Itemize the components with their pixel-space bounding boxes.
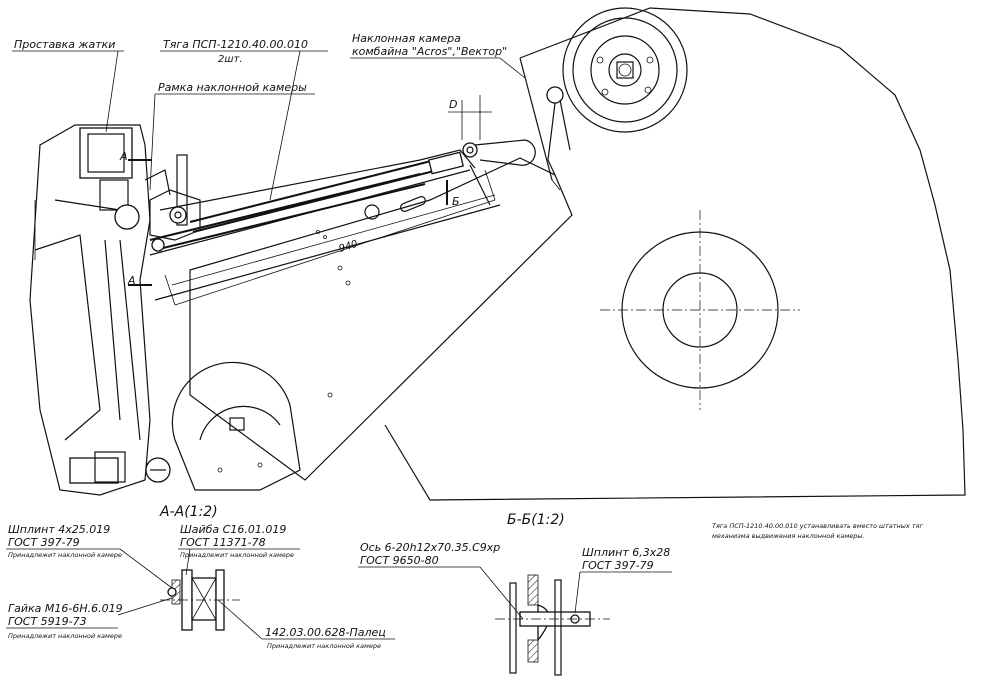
note-block: Тяга ПСП-1210.40.00.010 устанавливать вм… bbox=[712, 522, 924, 540]
drive-wheel-circle bbox=[600, 210, 800, 410]
linkage-mechanism bbox=[144, 154, 201, 252]
dimension-940-text: 940 bbox=[338, 239, 359, 255]
mark-d: D bbox=[449, 98, 457, 111]
rod-lower bbox=[149, 173, 426, 251]
label-rod-qty: 2шт. bbox=[218, 54, 243, 65]
dimension-d: D bbox=[448, 95, 492, 140]
label-rod: Тяга ПСП-1210.40.00.010 2шт. bbox=[160, 38, 328, 201]
bb-axis-std: ГОСТ 9650-80 bbox=[360, 554, 439, 567]
lower-left-assembly bbox=[69, 451, 171, 484]
aa-washer-note: Принадлежит наклонной камере bbox=[180, 551, 294, 559]
section-aa: А-А(1:2) Шплинт 4х25.019 ГОСТ 397-79 При… bbox=[6, 504, 395, 650]
bb-axis: Ось 6-20h12х70.35.С9хр bbox=[360, 541, 500, 554]
combine-body bbox=[384, 7, 966, 501]
label-chamber-title-line2: комбайна "Acros","Вектор" bbox=[352, 45, 507, 58]
mark-b: Б bbox=[452, 195, 460, 208]
section-bb-title: Б-Б(1:2) bbox=[507, 512, 565, 528]
header-frame bbox=[29, 124, 151, 496]
tension-arm bbox=[546, 86, 571, 176]
label-rod-text: Тяга ПСП-1210.40.00.010 bbox=[163, 38, 308, 51]
aa-nut-note: Принадлежит наклонной камере bbox=[8, 632, 122, 640]
note-line2: механизма выдвижения наклонной камеры. bbox=[712, 532, 865, 540]
dimension-940: 940 bbox=[164, 169, 496, 306]
label-chamber-title: Наклонная камера комбайна "Acros","Векто… bbox=[350, 32, 526, 79]
aa-nut: Гайка М16-6Н.6.019 bbox=[8, 602, 123, 615]
lower-guard bbox=[171, 361, 301, 491]
upper-pulley bbox=[562, 7, 688, 133]
section-bb: Б-Б(1:2) Ось 6-20h12х70.35.С9хр ГОСТ 965… bbox=[358, 512, 672, 676]
aa-cotter-note: Принадлежит наклонной камере bbox=[8, 551, 122, 559]
bb-cotter-std: ГОСТ 397-79 bbox=[582, 559, 654, 572]
aa-washer-std: ГОСТ 11371-78 bbox=[180, 536, 266, 549]
label-chamber-frame: Рамка наклонной камеры bbox=[149, 81, 315, 191]
mark-a-bottom: A bbox=[127, 274, 136, 287]
label-spacer: Проставка жатки bbox=[12, 38, 124, 133]
label-spacer-text: Проставка жатки bbox=[14, 38, 115, 51]
mark-a-top: A bbox=[119, 150, 128, 163]
aa-cotter-std: ГОСТ 397-79 bbox=[8, 536, 80, 549]
aa-pin: 142.03.00.628-Палец bbox=[265, 626, 386, 639]
label-chamber-frame-text: Рамка наклонной камеры bbox=[158, 81, 307, 94]
aa-pin-note: Принадлежит наклонной камере bbox=[267, 642, 381, 650]
aa-nut-std: ГОСТ 5919-73 bbox=[8, 615, 87, 628]
section-marks: A A Б bbox=[119, 150, 460, 287]
label-chamber-title-line1: Наклонная камера bbox=[352, 32, 461, 45]
aa-cotter: Шплинт 4х25.019 bbox=[8, 523, 110, 536]
section-aa-title: А-А(1:2) bbox=[159, 504, 218, 520]
note-line1: Тяга ПСП-1210.40.00.010 устанавливать вм… bbox=[712, 522, 924, 530]
aa-washer: Шайба С16.01.019 bbox=[180, 523, 286, 536]
bb-cotter: Шплинт 6,3х28 bbox=[582, 546, 670, 559]
